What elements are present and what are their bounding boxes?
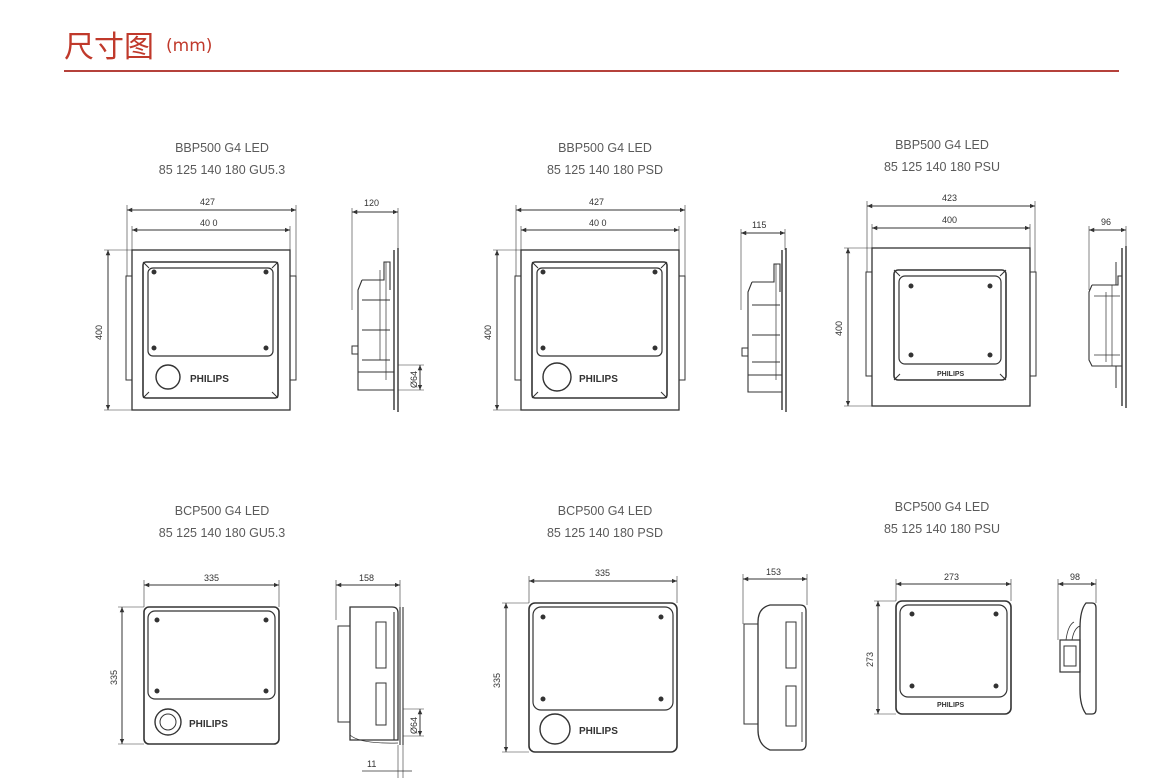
- brand-logo: PHILIPS: [190, 374, 229, 385]
- caption-bbp-psd: BBP500 G4 LED 85 125 140 180 PSD: [495, 137, 715, 181]
- drawing-bbp-psu-front: PHILIPS 423 400 400: [834, 193, 1037, 407]
- drawing-bcp-gu53-side: 158 Ø64 11: [335, 573, 424, 778]
- dim-height: 400: [483, 325, 493, 340]
- drawing-bcp-psu-front: PHILIPS 273 273: [865, 572, 1012, 715]
- caption-line1: BCP500 G4 LED: [174, 504, 270, 518]
- dim-depth: 153: [766, 567, 781, 577]
- dim-flange: 11: [367, 759, 376, 769]
- dim-depth: 120: [364, 198, 379, 208]
- drawing-bcp-psu-side: 98: [1057, 572, 1097, 715]
- caption-line2: 85 125 140 180 GU5.3: [158, 163, 286, 177]
- caption-bcp-gu53: BCP500 G4 LED 85 125 140 180 GU5.3: [112, 500, 332, 544]
- caption-line2: 85 125 140 180 PSU: [883, 160, 1001, 174]
- dim-depth: 98: [1070, 572, 1080, 582]
- caption-bcp-psd: BCP500 G4 LED 85 125 140 180 PSD: [495, 500, 715, 544]
- drawing-bbp-gu53-side: 120 Ø64: [351, 198, 424, 412]
- drawing-bcp-gu53-front: PHILIPS 335 335: [109, 573, 280, 745]
- drawing-bcp-psd-front: PHILIPS 335 335: [492, 568, 678, 753]
- dim-width-outer: 423: [942, 193, 957, 203]
- dim-width: 335: [595, 568, 610, 578]
- caption-line1: BBP500 G4 LED: [558, 141, 652, 155]
- dim-depth: 96: [1101, 217, 1111, 227]
- dim-height: 400: [94, 325, 104, 340]
- caption-line2: 85 125 140 180 PSD: [546, 526, 664, 540]
- dim-depth: 115: [752, 220, 766, 230]
- brand-logo: PHILIPS: [579, 726, 618, 737]
- dim-width-outer: 427: [589, 197, 604, 207]
- caption-line2: 85 125 140 180 PSD: [546, 163, 664, 177]
- page-header: 尺寸图 (mm): [64, 22, 1119, 72]
- dim-height: 273: [865, 652, 875, 667]
- caption-line1: BBP500 G4 LED: [175, 141, 269, 155]
- drawing-bbp-psu-side: 96: [1088, 217, 1127, 408]
- caption-line2: 85 125 140 180 PSU: [883, 522, 1001, 536]
- dim-width: 273: [944, 572, 959, 582]
- page-title: 尺寸图: [64, 30, 154, 65]
- caption-bbp-psu: BBP500 G4 LED 85 125 140 180 PSU: [832, 134, 1052, 178]
- dim-port: Ø64: [409, 371, 419, 388]
- brand-logo: PHILIPS: [937, 371, 965, 378]
- brand-logo: PHILIPS: [579, 374, 618, 385]
- brand-logo: PHILIPS: [937, 702, 965, 709]
- dim-height: 400: [834, 321, 844, 336]
- dim-width-inner: 40 0: [200, 218, 218, 228]
- drawing-bbp-gu53-front: PHILIPS 427 40 0 400: [94, 197, 297, 411]
- drawing-bbp-psd-side: 115: [740, 220, 787, 412]
- brand-logo: PHILIPS: [189, 719, 228, 730]
- page-unit: (mm): [166, 36, 213, 56]
- drawing-bbp-psd-front: PHILIPS 427 40 0 400: [483, 197, 686, 411]
- dim-width: 335: [204, 573, 219, 583]
- caption-line1: BCP500 G4 LED: [894, 500, 990, 514]
- dim-width-inner: 400: [942, 215, 957, 225]
- dim-port: Ø64: [409, 717, 419, 734]
- caption-bbp-gu53: BBP500 G4 LED 85 125 140 180 GU5.3: [112, 137, 332, 181]
- caption-line2: 85 125 140 180 GU5.3: [158, 526, 286, 540]
- dim-width-outer: 427: [200, 197, 215, 207]
- dim-height: 335: [492, 673, 502, 688]
- dim-width-inner: 40 0: [589, 218, 607, 228]
- dim-height: 335: [109, 670, 119, 685]
- drawing-bcp-psd-side: 153: [742, 567, 808, 751]
- caption-line1: BBP500 G4 LED: [895, 138, 989, 152]
- dim-depth: 158: [359, 573, 374, 583]
- caption-line1: BCP500 G4 LED: [557, 504, 653, 518]
- caption-bcp-psu: BCP500 G4 LED 85 125 140 180 PSU: [832, 496, 1052, 540]
